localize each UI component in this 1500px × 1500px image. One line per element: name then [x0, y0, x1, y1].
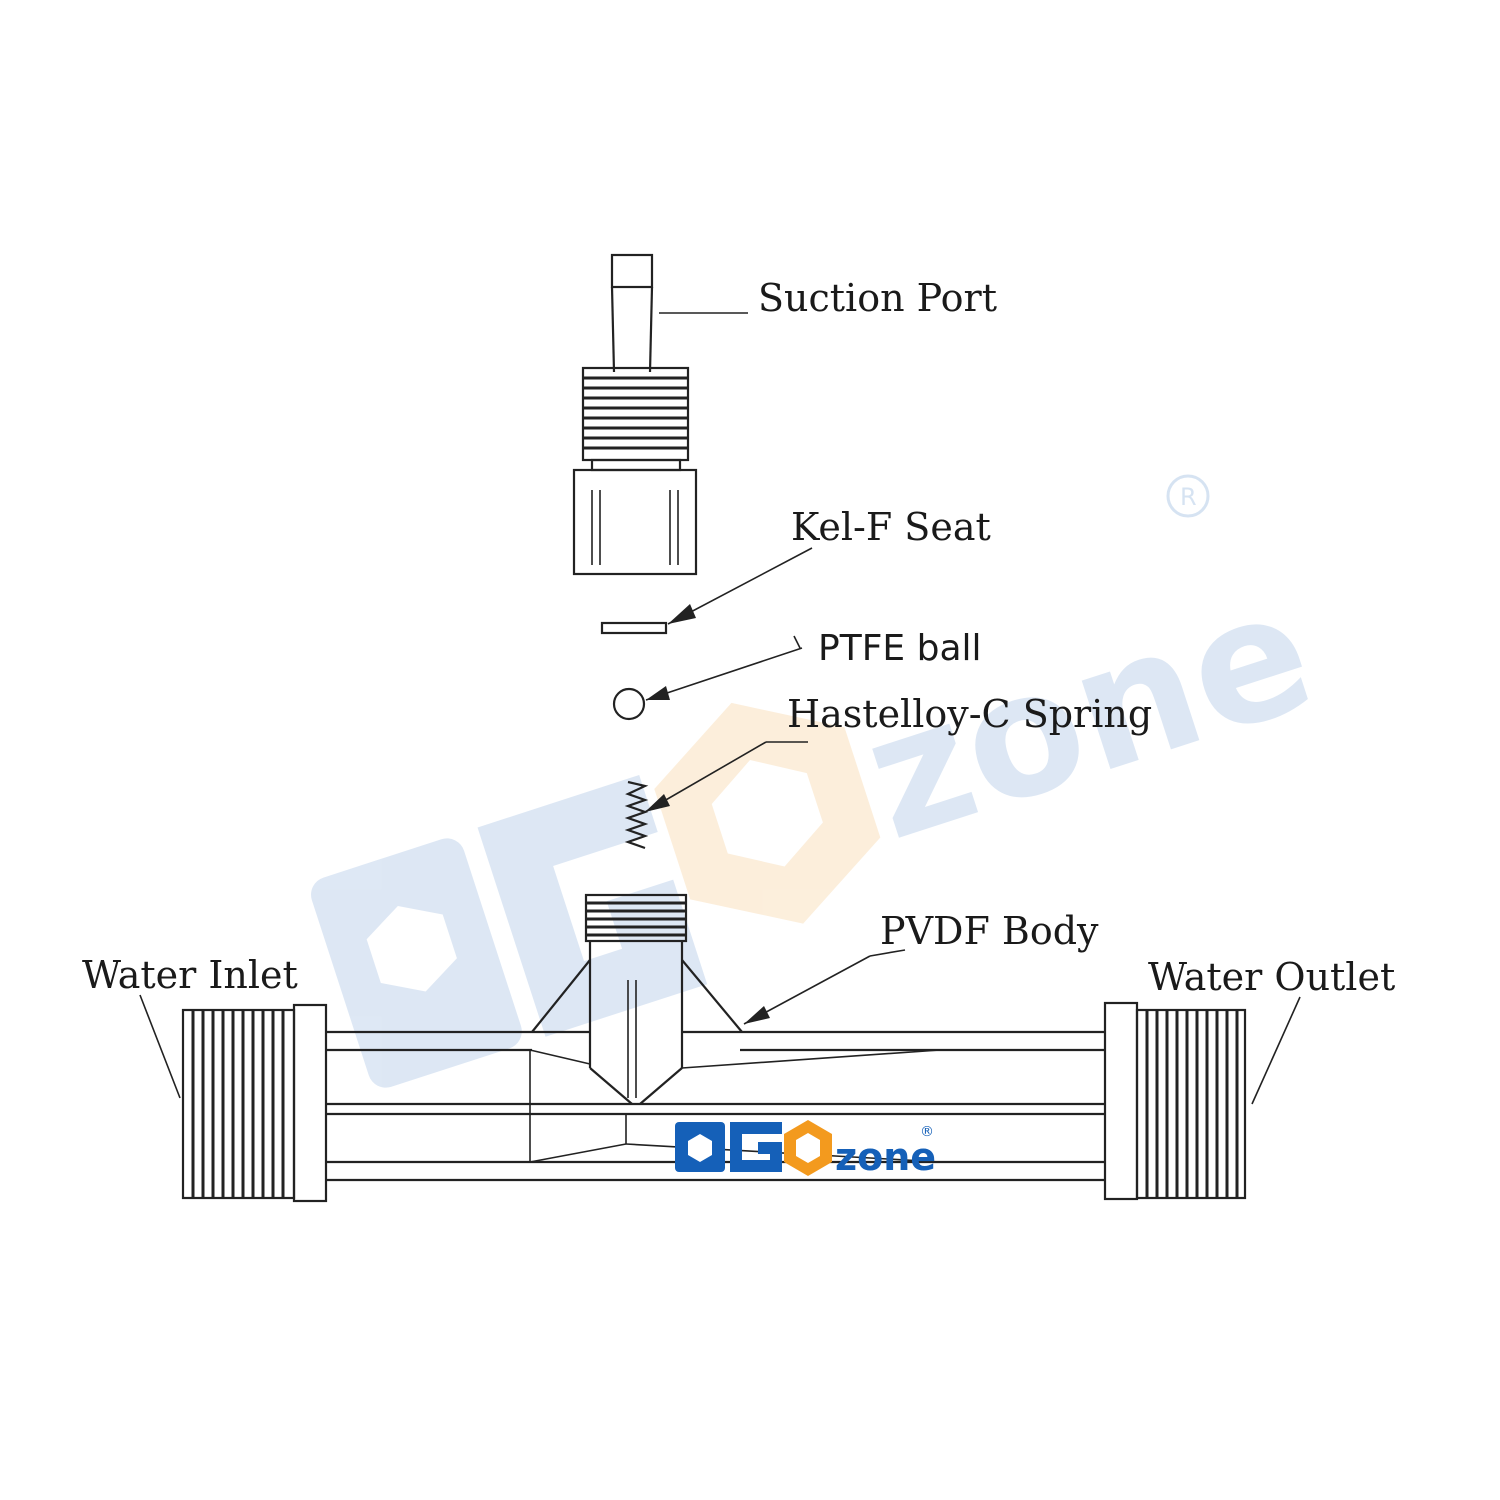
pvdf-body-part	[139, 893, 1301, 1203]
logo-g-icon	[730, 1122, 782, 1172]
logo-o-icon	[675, 1122, 725, 1172]
outlet-threads	[1145, 1010, 1239, 1198]
watermark-g-shape	[477, 774, 708, 1037]
brand-logo: zone ®	[675, 1120, 936, 1179]
watermark-registered-letter: R	[1180, 483, 1197, 511]
suction-port-part	[572, 253, 748, 576]
logo-hexagon-icon	[784, 1120, 832, 1176]
label-water-inlet: Water Inlet	[82, 953, 298, 997]
suction-port-threads	[583, 376, 688, 450]
label-hastelloy-spring: Hastelloy-C Spring	[787, 692, 1152, 736]
label-ptfe-ball: PTFE ball	[818, 628, 982, 669]
watermark-registered-mark: R	[1166, 474, 1210, 518]
hastelloy-spring-part	[624, 741, 808, 850]
label-kelf-seat: Kel-F Seat	[791, 505, 991, 549]
logo-brand-text: zone	[835, 1135, 936, 1179]
kelf-seat-part	[600, 547, 813, 635]
ptfe-ball-part	[612, 635, 803, 721]
label-pvdf-body: PVDF Body	[880, 909, 1099, 953]
logo-registered-mark: ®	[920, 1124, 934, 1140]
inlet-threads	[191, 1010, 285, 1198]
label-suction-port: Suction Port	[758, 276, 997, 320]
body-boss-threads	[586, 901, 686, 937]
watermark-o-shape	[311, 838, 522, 1088]
watermark-logo: zone	[311, 551, 1334, 1088]
watermark-hexagon-icon	[654, 702, 881, 924]
label-water-outlet: Water Outlet	[1148, 955, 1395, 999]
